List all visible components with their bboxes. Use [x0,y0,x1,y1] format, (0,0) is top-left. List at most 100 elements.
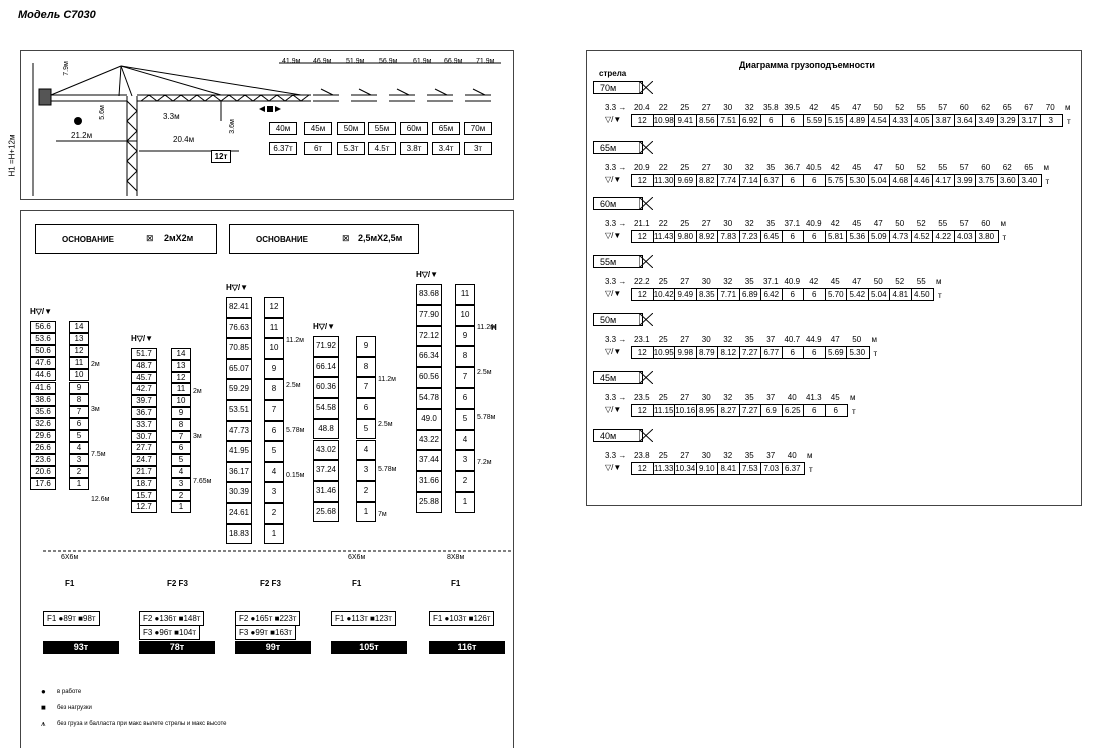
force-row: F1 ●89т ■98т [43,611,100,626]
load-value: 9.98 [674,347,696,358]
tower-height: 66.34 [416,346,442,368]
radius-value: 57 [959,219,969,228]
tower-segment: 4 [171,466,191,478]
load-value: 9.80 [674,231,696,242]
radius-value: 25 [658,393,668,402]
legend-icon: ■ [41,703,46,712]
tower-height: 31.66 [416,471,442,492]
tower-dim: 5.78м [286,427,305,434]
radius-value: 32 [723,393,733,402]
load-value: 4.81 [889,289,911,300]
load-value: 5.36 [846,231,868,242]
tower-segment: 9 [171,407,191,419]
radius-value: 35 [766,163,776,172]
radius-value: 45 [830,103,840,112]
load-icon: ▽/▼ [605,175,622,184]
radius-value: 35 [766,219,776,228]
tower-segment: 11 [264,317,284,339]
tower-height: 36.17 [226,461,252,483]
load-value: 6 [781,115,804,126]
load-value: 4.03 [953,231,976,242]
force-row: F2 ●165т ■223т [235,611,301,626]
radius-value: 42 [830,163,840,172]
tower-segment: 1 [69,478,89,491]
radius-unit: м [1065,103,1071,112]
radius-value: 37.1 [784,219,801,228]
tower-segment: 6 [171,442,191,455]
load-value: 5.15 [824,115,847,126]
min-radius: 3.3 → [605,219,627,228]
radius-value: 23.8 [633,451,650,460]
tower-ground-lines [43,550,511,552]
tower-height: 12.7 [131,501,157,514]
load-unit: т [852,407,856,416]
tower-segment: 12 [264,297,284,318]
radius-value: 20.4 [633,103,650,112]
tower-height: 48.7 [131,359,157,372]
tower-segment: 2 [69,466,89,479]
legend-text: без груза и балласта при макс вылете стр… [57,721,227,727]
radius-value: 62 [981,103,991,112]
tower-height: 37.44 [416,450,442,472]
load-value: 6.45 [760,231,782,242]
tower-height: 41.95 [226,441,252,462]
load-unit: т [809,465,813,474]
load-value: 7.23 [738,231,761,242]
radius-value: 47 [830,335,840,344]
min-radius: 3.3 → [605,103,627,112]
tower-height: 20.6 [30,466,56,479]
tower-height: 41.6 [30,381,56,394]
tower-dim: 2.5м [378,421,393,428]
load-value: 6.37 [760,175,782,186]
tower-segment: 7 [455,367,475,388]
base-small: ОСНОВАНИЕ ⊠ 2мХ2м [35,224,217,254]
load-value: 7.71 [717,289,739,300]
tower-segment: 9 [69,381,89,394]
radius-value: 27 [680,393,690,402]
boom-length: 50м [593,313,643,326]
boom-x-icon [638,254,654,269]
tower-segment: 7 [356,377,376,399]
boom-load: 6т [304,142,332,155]
load-icon: ▽/▼ [605,231,622,240]
radius-value: 21.1 [633,219,650,228]
crane-drawing [32,62,501,196]
boom-marker: 46.9м [313,58,332,65]
tower-segment: 3 [69,454,89,467]
tower-height: 50.6 [30,345,56,358]
radius-value: 32 [723,335,733,344]
tower-segment: 9 [264,358,284,380]
base-label: ОСНОВАНИЕ [62,235,115,244]
tower-segment: 2 [455,471,475,492]
boom-length: 40м [269,122,297,135]
tower-height: 29.6 [30,429,56,442]
tower-height: 47.6 [30,357,56,370]
radius-value: 45 [852,219,862,228]
radius-value: 37 [766,451,776,460]
tower-segment: 12 [171,371,191,384]
tower-header: H▽/▼ [131,334,154,343]
tower-h-label: H [491,323,497,332]
tower-base-size: 8X8м [447,554,465,561]
tower-height: 25.88 [416,492,442,513]
load-value: 5.59 [803,115,825,126]
load-value: 6.77 [760,347,782,358]
tower-height: 53.6 [30,333,56,346]
load-value: 6 [781,347,804,358]
radius-value: 50 [895,219,905,228]
tower-height: 42.7 [131,383,157,396]
load-value: 7.53 [738,463,761,474]
radius-value: 32 [723,277,733,286]
tower-base-size: 6X6м [348,554,366,561]
tower-height: 26.6 [30,442,56,455]
max-load: 12т [211,150,231,163]
tower-total: 78т [139,641,215,654]
load-unit: т [1067,117,1071,126]
load-value: 3.49 [975,115,997,126]
load-unit: т [1045,177,1050,186]
crane-panel: 41.9м 46.9м 51.9м 56.9м 61.9м 66.9м 71.9… [7,50,514,200]
tower-forces: F2 F3 [167,579,188,588]
boom-marker: 56.9м [379,58,398,65]
